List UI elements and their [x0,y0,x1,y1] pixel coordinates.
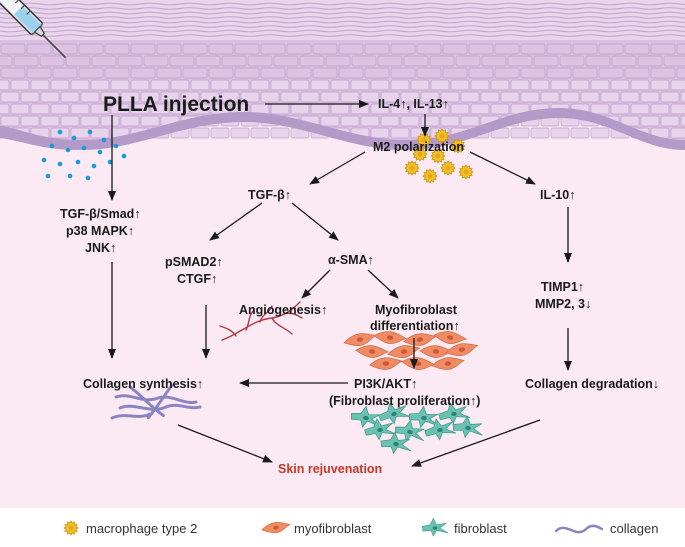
legend-collagen-icon [554,524,604,534]
label-myofibroblast: Myofibroblast [375,303,458,317]
syringe-icon [0,0,67,59]
fibroblast-cluster [350,402,483,455]
label-tgf-beta: TGF-β↑ [248,188,291,202]
label-alpha-sma: α-SMA↑ [328,253,374,267]
title-plla-injection: PLLA injection [103,93,249,116]
label-angiogenesis: Angiogenesis↑ [239,303,327,317]
collagen-fibers-icon [110,383,202,420]
legend-macrophage-icon [63,520,79,536]
stratum-corneum [0,2,685,37]
label-ctgf: CTGF↑ [177,272,217,286]
label-skin-rejuvenation: Skin rejuvenation [278,462,382,476]
label-mmp23: MMP2, 3↓ [535,297,591,311]
label-psmad2: pSMAD2↑ [165,255,223,269]
label-fibroblast-proliferation: (Fibroblast proliferation↑) [329,394,480,408]
label-m2-polarization: M2 polarization [373,140,464,154]
label-collagen-degradation: Collagen degradation↓ [525,377,659,391]
basal-layer [0,108,685,150]
blood-vessel-icon [219,301,303,341]
epidermal-cells [0,43,685,139]
label-timp1: TIMP1↑ [541,280,584,294]
label-p38-mapk: p38 MAPK↑ [66,224,134,238]
pathway-arrows [108,100,572,467]
legend: macrophage type 2 myofibroblast fibrobla… [63,517,658,537]
label-differentiation: differentiation↑ [370,319,460,333]
legend-label-macrophage: macrophage type 2 [86,521,197,536]
label-collagen-synthesis: Collagen synthesis↑ [83,377,203,391]
skin-layers [0,0,685,150]
label-il4-il13: IL-4↑, IL-13↑ [378,97,449,111]
label-pi3k-akt: PI3K/AKT↑ [354,377,417,391]
label-jnk: JNK↑ [85,241,116,255]
legend-fibroblast-icon [421,517,448,537]
legend-label-collagen: collagen [610,521,658,536]
plla-particles [41,129,127,181]
label-il10: IL-10↑ [540,188,575,202]
label-tgf-smad: TGF-β/Smad↑ [60,207,141,221]
legend-myofibroblast-icon [261,521,291,534]
legend-label-myofibroblast: myofibroblast [294,521,372,536]
legend-label-fibroblast: fibroblast [454,521,507,536]
